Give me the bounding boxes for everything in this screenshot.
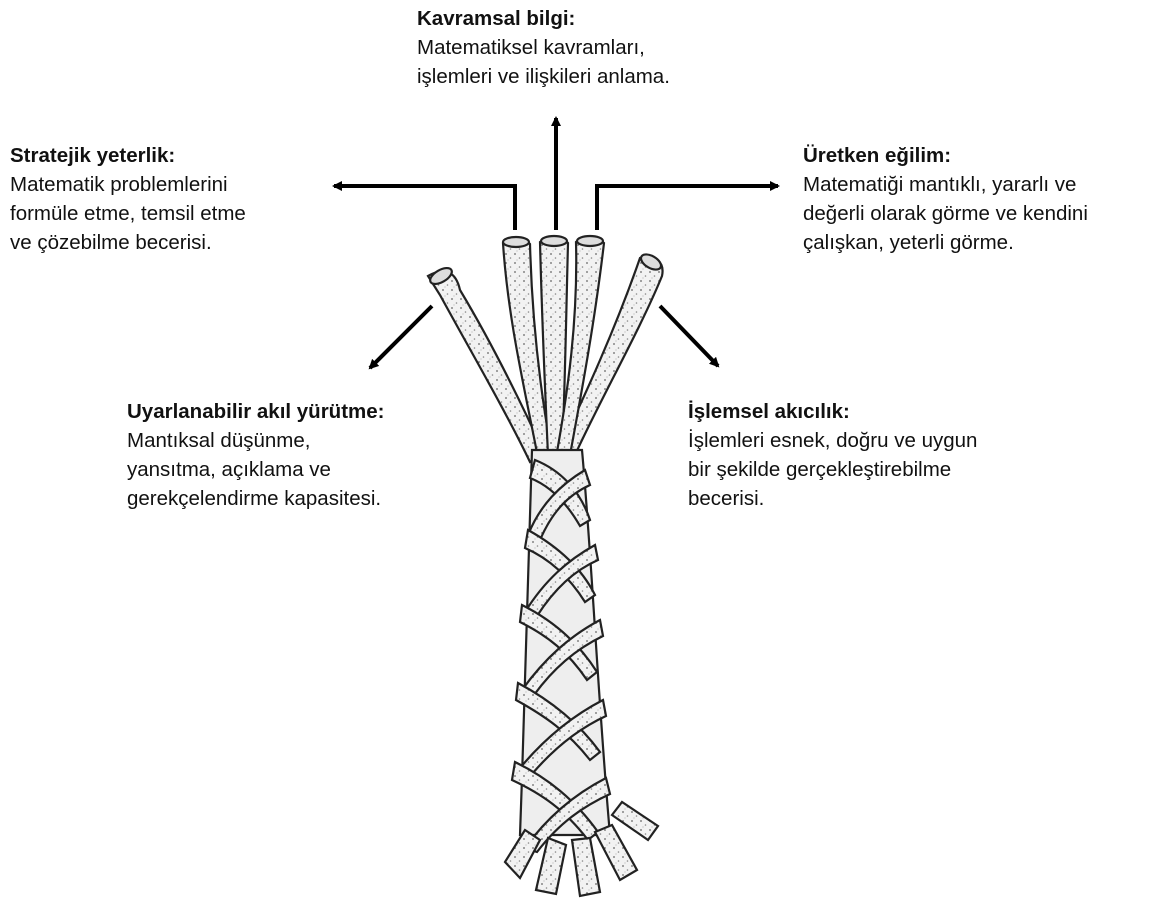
strategic-line-1: Matematik problemlerini bbox=[10, 170, 246, 199]
disposition-line-3: çalışkan, yeterli görme. bbox=[803, 228, 1088, 257]
reasoning-line-1: Mantıksal düşünme, bbox=[127, 426, 384, 455]
arrow-disposition bbox=[597, 186, 778, 230]
fluency-line-3: becerisi. bbox=[688, 484, 977, 513]
rope bbox=[428, 236, 664, 462]
fluency-title: İşlemsel akıcılık: bbox=[688, 397, 977, 426]
strategic-line-2: formüle etme, temsil etme bbox=[10, 199, 246, 228]
arrow-reasoning bbox=[370, 306, 432, 368]
strategic-title: Stratejik yeterlik: bbox=[10, 141, 246, 170]
reasoning-label: Uyarlanabilir akıl yürütme: Mantıksal dü… bbox=[127, 397, 384, 513]
concept-label: Kavramsal bilgi: Matematiksel kavramları… bbox=[417, 4, 670, 91]
arrow-fluency bbox=[660, 306, 718, 366]
fluency-line-1: İşlemleri esnek, doğru ve uygun bbox=[688, 426, 977, 455]
reasoning-title: Uyarlanabilir akıl yürütme: bbox=[127, 397, 384, 426]
concept-line-2: işlemleri ve ilişkileri anlama. bbox=[417, 62, 670, 91]
strategic-line-3: ve çözebilme becerisi. bbox=[10, 228, 246, 257]
disposition-label: Üretken eğilim: Matematiği mantıklı, yar… bbox=[803, 141, 1088, 257]
concept-title: Kavramsal bilgi: bbox=[417, 4, 670, 33]
fluency-line-2: bir şekilde gerçekleştirebilme bbox=[688, 455, 977, 484]
fluency-label: İşlemsel akıcılık: İşlemleri esnek, doğr… bbox=[688, 397, 977, 513]
braid bbox=[505, 450, 658, 896]
reasoning-line-3: gerekçelendirme kapasitesi. bbox=[127, 484, 384, 513]
strategic-label: Stratejik yeterlik: Matematik problemler… bbox=[10, 141, 246, 257]
arrow-strategic bbox=[334, 186, 515, 230]
disposition-line-1: Matematiği mantıklı, yararlı ve bbox=[803, 170, 1088, 199]
concept-line-1: Matematiksel kavramları, bbox=[417, 33, 670, 62]
disposition-line-2: değerli olarak görme ve kendini bbox=[803, 199, 1088, 228]
disposition-title: Üretken eğilim: bbox=[803, 141, 1088, 170]
reasoning-line-2: yansıtma, açıklama ve bbox=[127, 455, 384, 484]
